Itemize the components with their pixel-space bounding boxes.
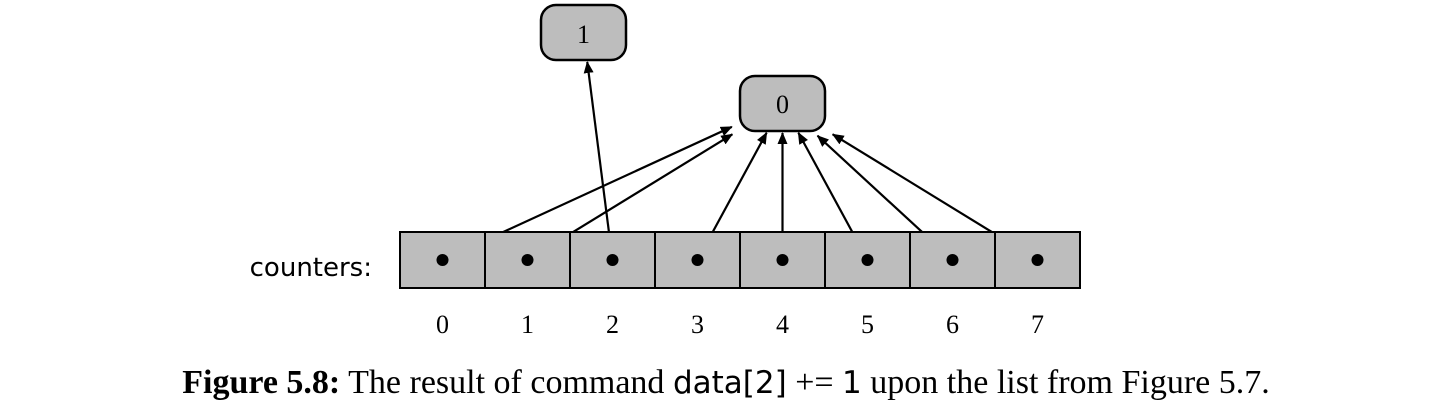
list-index-label: 4 [776, 310, 789, 339]
value-node-zero: 0 [738, 74, 827, 133]
caption-label: Figure 5.8: [182, 364, 340, 401]
list-label: counters: [250, 253, 372, 283]
caption-code: data[2] [673, 365, 787, 401]
list-index-label: 0 [436, 310, 449, 339]
caption-operator: += [795, 364, 833, 401]
list-cell-pointer-dot [776, 254, 789, 266]
caption-text-main: The result of command [348, 364, 664, 401]
figure-caption: Figure 5.8: The result of command data[2… [182, 364, 1270, 401]
list-cell-pointer-dot [521, 254, 534, 266]
value-node-one: 1 [539, 3, 628, 62]
list-index-label: 7 [1031, 310, 1044, 339]
value-node-zero-label: 0 [776, 90, 789, 119]
list-cell-pointer-dot [436, 254, 449, 266]
list-cell-pointer-dot [606, 254, 619, 266]
list-index-label: 1 [521, 310, 534, 339]
list-index-label: 5 [861, 310, 874, 339]
caption-value: 1 [842, 365, 862, 401]
value-node-one-box [539, 3, 628, 62]
list-cells [399, 231, 1081, 289]
list-cell-pointer-dot [946, 254, 959, 266]
list-index-label: 6 [946, 310, 959, 339]
list-cell-pointer-dot [861, 254, 874, 266]
value-node-one-label: 1 [577, 20, 590, 49]
list-index-label: 3 [691, 310, 704, 339]
list-index-label: 2 [606, 310, 619, 339]
list-cell-pointer-dot [691, 254, 704, 266]
value-node-zero-box [738, 74, 827, 133]
reference-arrow-2 [583, 60, 614, 261]
caption-text-after: upon the list from Figure 5.7. [870, 364, 1269, 401]
list-indices: 0 1 2 3 4 5 6 7 [436, 310, 1044, 339]
list-cell-pointer-dot [1031, 254, 1044, 266]
